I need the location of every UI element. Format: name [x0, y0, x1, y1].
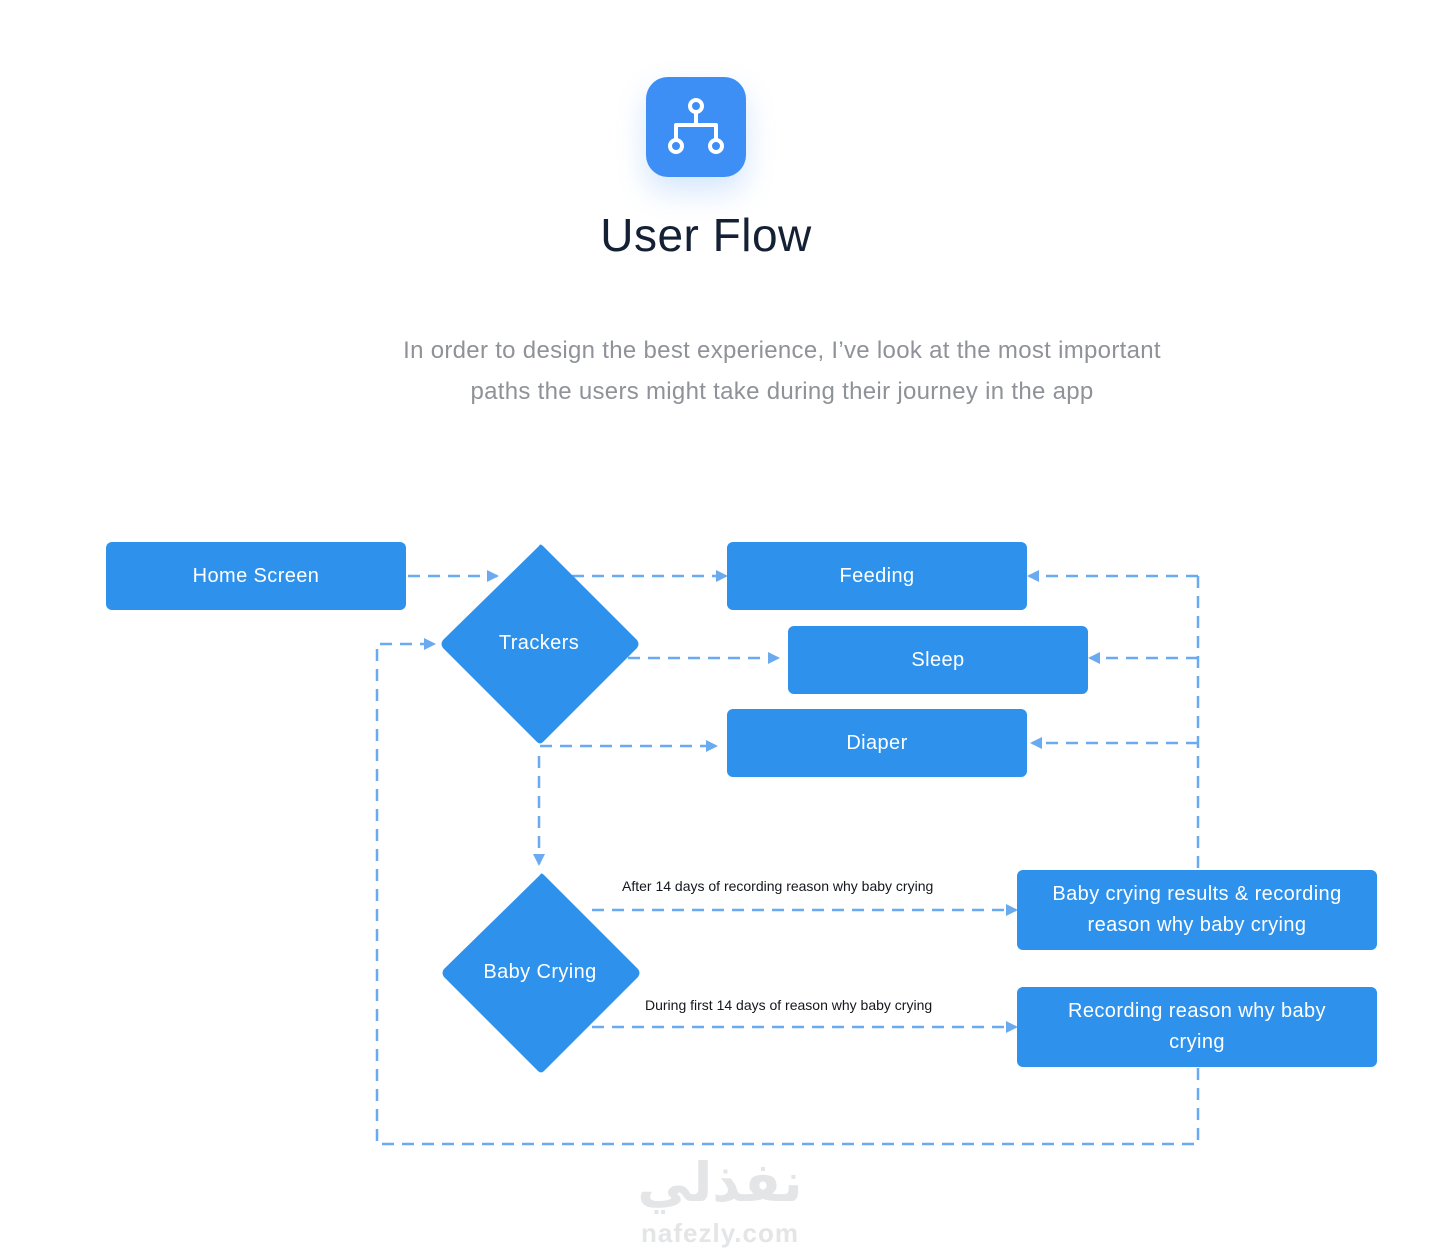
flow-chart-icon: [668, 98, 724, 154]
diaper-node: Diaper: [727, 709, 1027, 777]
edge-label-first-14-days: During first 14 days of reason why baby …: [645, 997, 933, 1013]
edge-recording-trackers: [375, 638, 1200, 1146]
recording-reason-node: Recording reason why baby crying: [1017, 987, 1377, 1067]
baby-crying-diamond: [442, 873, 640, 1073]
crying-results-node: Baby crying results & recording reason w…: [1017, 870, 1377, 950]
watermark-domain: nafezly.com: [641, 1218, 799, 1248]
trackers-label: Trackers: [498, 632, 580, 654]
watermark-arabic: نفذلي: [637, 1153, 803, 1213]
user-flow-icon-tile: [646, 77, 746, 177]
feeding-node: Feeding: [727, 542, 1027, 610]
page-title: User Flow: [600, 209, 812, 261]
intro-text: In order to design the best experience, …: [403, 337, 1161, 405]
sleep-node: Sleep: [788, 626, 1088, 694]
home-screen-node: Home Screen: [106, 542, 406, 610]
edge-label-after-14-days: After 14 days of recording reason why ba…: [622, 878, 934, 894]
trackers-diamond: [441, 544, 639, 744]
baby-crying-label: Baby Crying: [483, 961, 597, 983]
